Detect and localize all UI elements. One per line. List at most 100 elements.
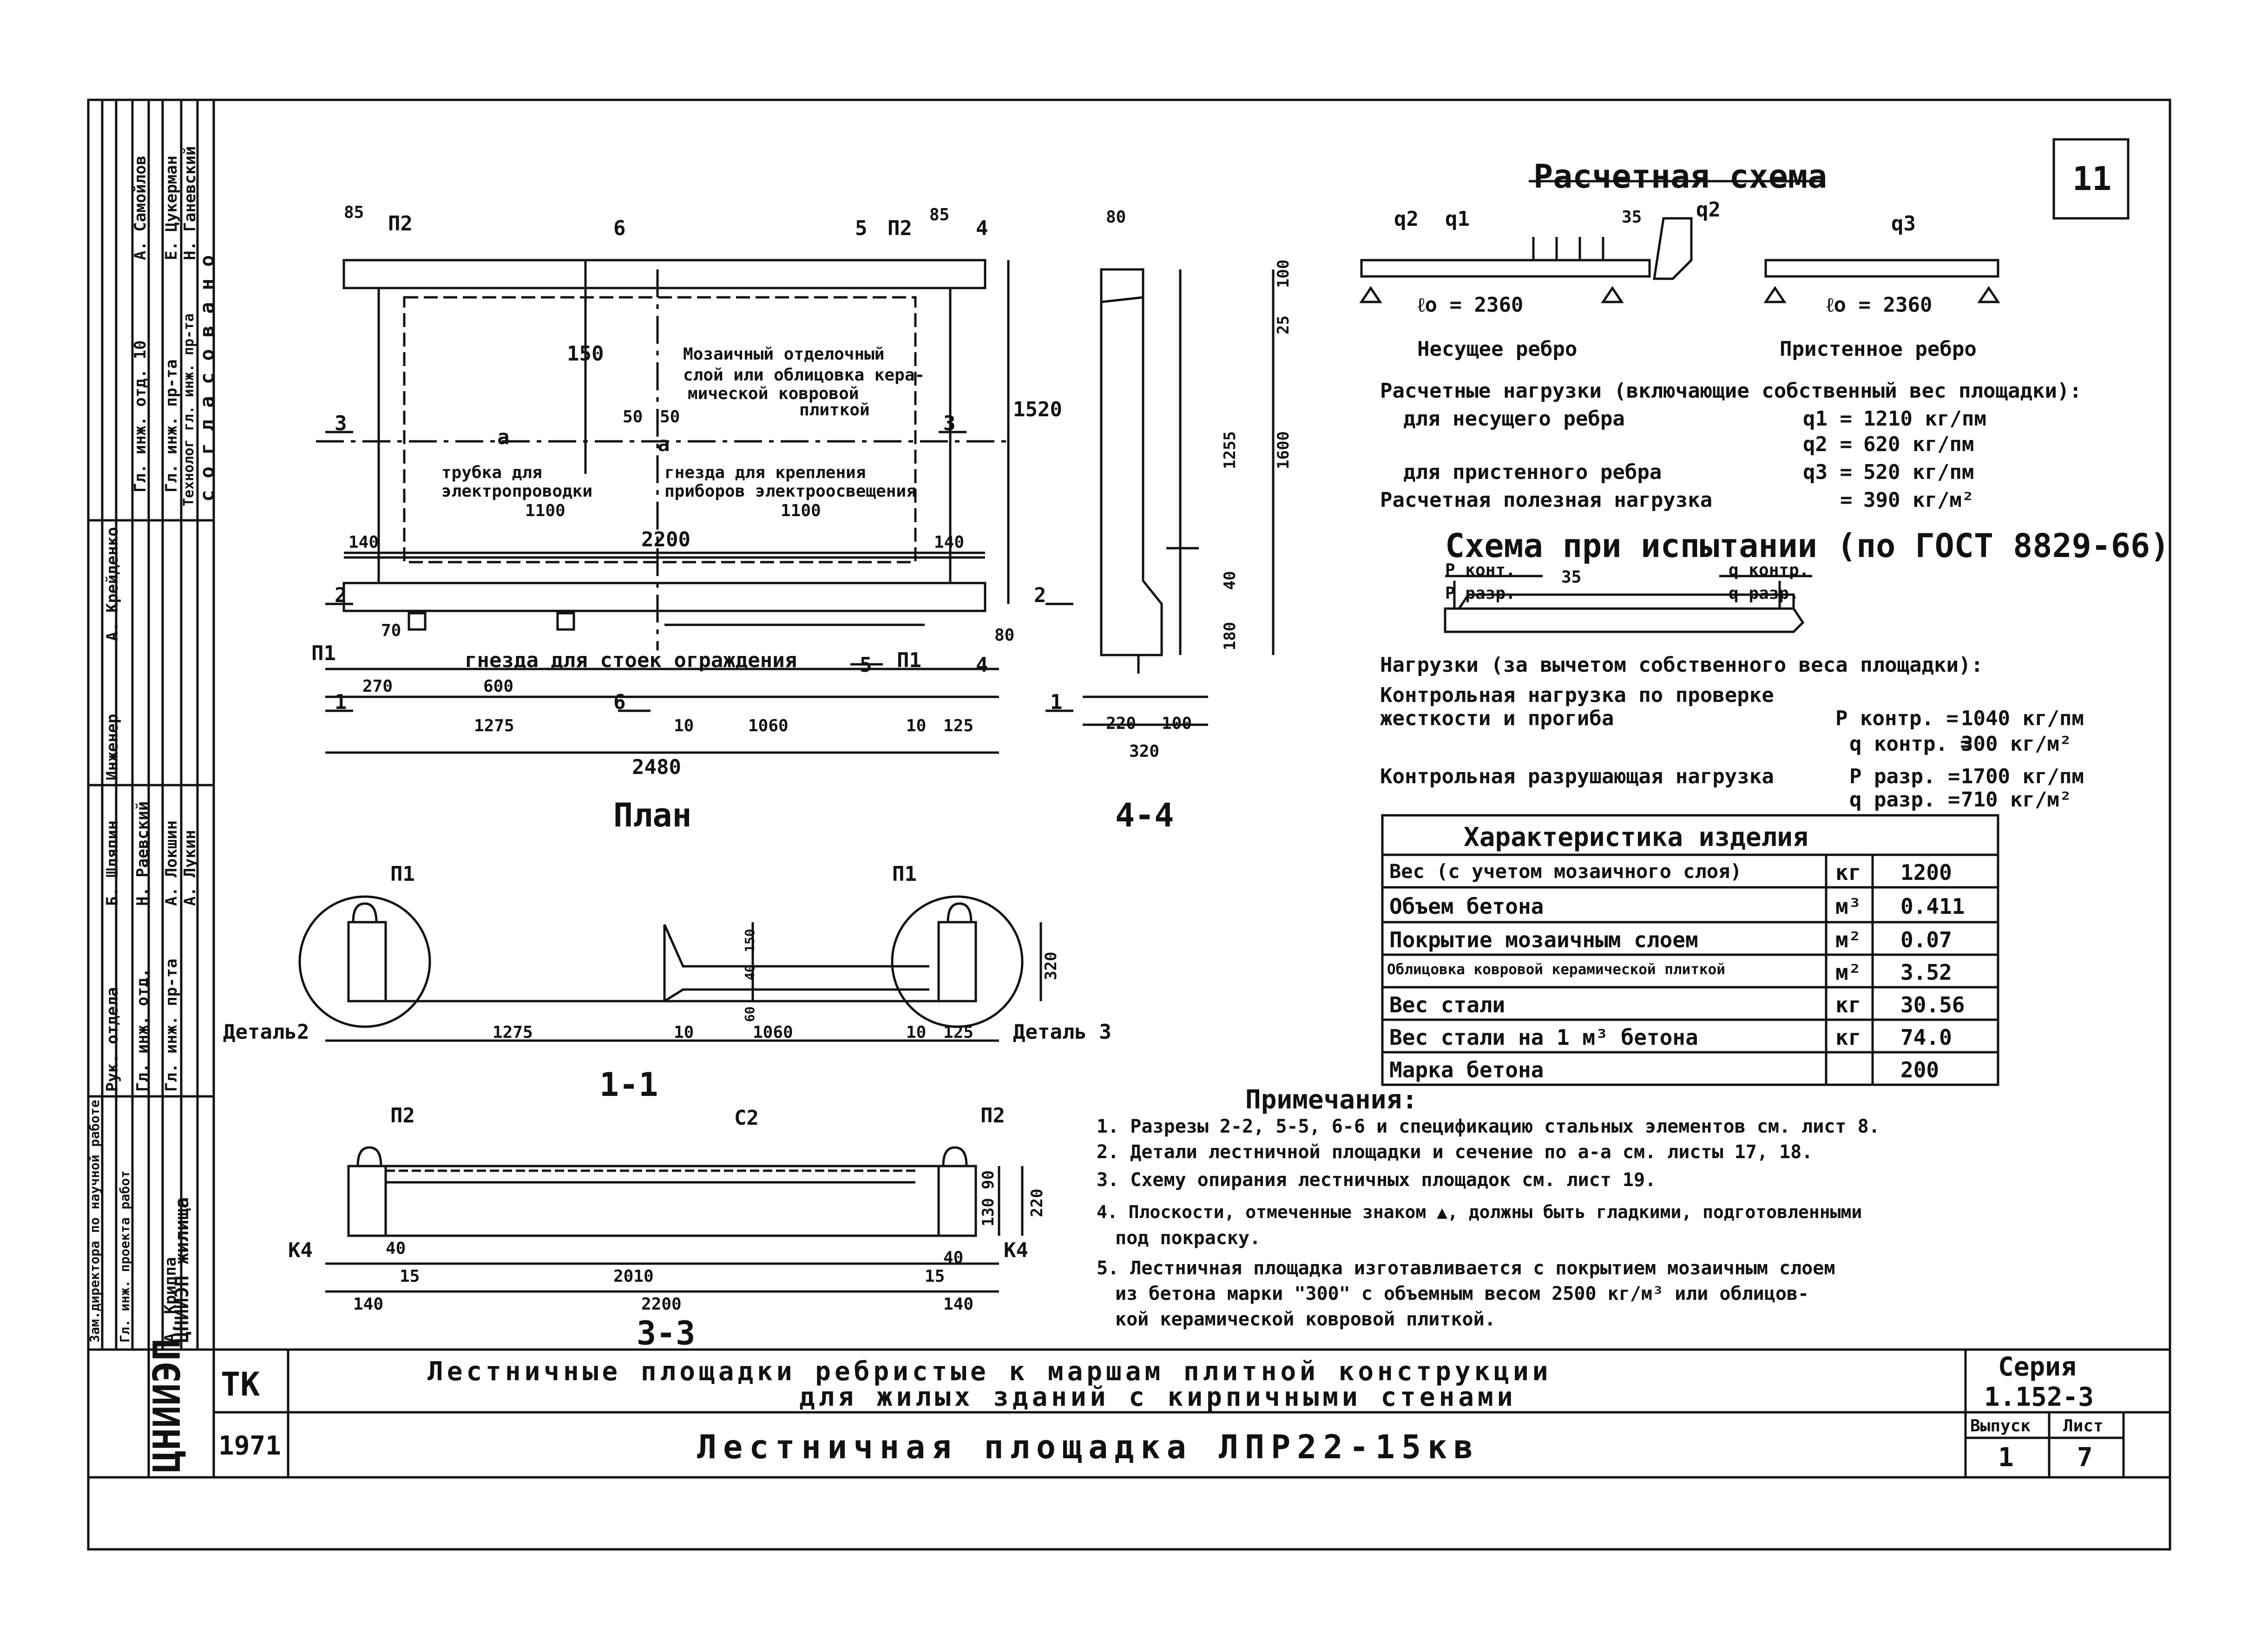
plan-dim-50-a: 50 xyxy=(623,407,643,426)
s11-dim-10b: 10 xyxy=(906,1023,927,1042)
sheet-number-box xyxy=(2052,138,2130,220)
plan-section-2-right: 2 xyxy=(1034,583,1046,607)
calc-q2-right: q2 xyxy=(1696,198,1721,222)
plan-socket-note-1: гнезда для крепления xyxy=(664,463,866,482)
s44-dim-100b: 100 xyxy=(1162,714,1192,733)
s33-title: 3-3 xyxy=(637,1314,696,1352)
title-block-main-1: Лестничные площадки ребристые к маршам п… xyxy=(427,1357,1552,1387)
plan-dim-140-right: 140 xyxy=(934,533,965,552)
plan-dim-1100-b: 1100 xyxy=(781,501,821,520)
stamp-name-4: А. Локшин xyxy=(162,820,181,906)
stamp-org-logo: ЦНИИЭП xyxy=(145,1338,189,1473)
plan-dim-270: 270 xyxy=(362,677,393,696)
s44-dim-25: 25 xyxy=(1274,315,1293,334)
calc-load-value-1: 1210 кг/пм xyxy=(1863,407,1986,431)
plan-drawing xyxy=(316,259,1073,754)
note-4-cont: под покраску. xyxy=(1115,1227,1261,1249)
plan-title: План xyxy=(613,796,692,834)
note-5-cont-2: кой керамической ковровой плиткой. xyxy=(1115,1309,1496,1330)
test-p-razr: P разр. xyxy=(1445,584,1516,603)
stamp-role-2: Рук. отдела xyxy=(103,987,122,1092)
s33-dim-140b: 140 xyxy=(943,1295,974,1314)
title-block-series: 1.152-3 xyxy=(1984,1382,2094,1412)
title-block-issue: 1 xyxy=(1998,1442,2014,1473)
calc-scheme-title: Расчетная схема xyxy=(1533,157,1828,196)
plan-tube-note-1: трубка для xyxy=(441,463,542,482)
calc-l0-a: ℓo = 2360 xyxy=(1417,293,1524,317)
spec-row-4-unit: м² xyxy=(1835,960,1861,985)
calc-load-label-1: для несущего ребра xyxy=(1403,407,1625,431)
calc-load-symbol-1: q1 = xyxy=(1803,407,1852,431)
section-3-3-drawing xyxy=(325,1146,1024,1293)
plan-section-3-left: 3 xyxy=(335,412,347,435)
s44-dim-80: 80 xyxy=(1106,208,1126,227)
plan-dim-1520: 1520 xyxy=(1013,398,1062,421)
s44-dim-1255: 1255 xyxy=(1221,431,1239,469)
plan-section-5-bottom: 5 xyxy=(860,653,872,677)
title-block-series-label: Серия xyxy=(1998,1352,2077,1382)
calc-load-label-4: Расчетная полезная нагрузка xyxy=(1380,488,1713,512)
s11-dim-1060: 1060 xyxy=(753,1023,793,1042)
s33-dim-40b: 40 xyxy=(943,1248,964,1267)
note-4: 4. Плоскости, отмеченные знаком ▲, должн… xyxy=(1097,1202,1862,1222)
s33-p2-right: П2 xyxy=(980,1104,1005,1128)
plan-dim-2200: 2200 xyxy=(641,528,690,551)
note-1: 1. Разрезы 2-2, 5-5, 6-6 и спецификацию … xyxy=(1097,1116,1880,1137)
spec-row-4-value: 3.52 xyxy=(1900,960,1952,985)
plan-dim-125: 125 xyxy=(943,716,974,735)
note-2: 2. Детали лестничной площадки и сечение … xyxy=(1097,1141,1813,1163)
plan-section-3-right: 3 xyxy=(943,412,956,435)
plan-dim-1100-a: 1100 xyxy=(525,501,565,520)
test-break-value-2: 710 кг/м² xyxy=(1961,788,2072,812)
plan-section-5-top: 5 xyxy=(855,216,868,240)
s33-dim-15b: 15 xyxy=(925,1267,945,1286)
spec-row-2-name: Объем бетона xyxy=(1389,894,1544,919)
spec-row-3-name: Покрытие мозаичным слоем xyxy=(1389,927,1698,952)
note-3: 3. Схему опирания лестничных площадок см… xyxy=(1097,1169,1657,1191)
plan-p1-left: П1 xyxy=(311,642,336,665)
spec-row-1-name: Вес (с учетом мозаичного слоя) xyxy=(1389,860,1742,883)
stamp-agreed-position-3: Технолог гл. инж. пр-та xyxy=(181,313,197,506)
spec-row-1-unit: кг xyxy=(1835,860,1861,885)
section-4-4-drawing xyxy=(1083,268,1275,726)
plan-dim-600: 600 xyxy=(483,677,514,696)
test-loads-title: Нагрузки (за вычетом собственного веса п… xyxy=(1380,653,1984,677)
spec-row-2-unit: м³ xyxy=(1835,894,1861,919)
stamp-name-3: Н. Раевский xyxy=(133,801,152,906)
s33-dim-2200: 2200 xyxy=(641,1295,682,1314)
test-control-symbol-2: q контр. = xyxy=(1849,732,1972,756)
s11-dim-10a: 10 xyxy=(674,1023,694,1042)
spec-table-title: Характеристика изделия xyxy=(1464,822,1808,852)
plan-section-6-bottom: 6 xyxy=(613,690,626,714)
plan-p2-left: П2 xyxy=(388,212,413,236)
stamp-position-2: Гл. инж. отд. xyxy=(133,968,152,1092)
plan-dim-2480: 2480 xyxy=(632,755,681,779)
calc-rib-side: Пристенное ребро xyxy=(1780,337,1977,361)
plan-mosaic-note-4: плиткой xyxy=(799,400,870,420)
plan-dim-10-a: 10 xyxy=(674,716,694,735)
s44-dim-1600: 1600 xyxy=(1274,431,1293,469)
s11-p1-left: П1 xyxy=(390,862,415,886)
plan-dim-1275: 1275 xyxy=(474,716,514,735)
plan-mosaic-note-3: мической ковровой xyxy=(688,384,859,403)
s33-p2-left: П2 xyxy=(390,1104,415,1128)
plan-section-4-top: 4 xyxy=(976,216,988,240)
test-break-value-1: 1700 кг/пм xyxy=(1961,765,2084,788)
spec-row-3-value: 0.07 xyxy=(1900,927,1952,952)
plan-section-1-right: 1 xyxy=(1050,690,1063,714)
spec-row-1-value: 1200 xyxy=(1900,860,1952,885)
s33-dim-15a: 15 xyxy=(400,1267,420,1286)
plan-dim-1060: 1060 xyxy=(748,716,789,735)
stamp-agreed-name-1: А. Самойлов xyxy=(131,155,150,260)
s11-dim-40: 40 xyxy=(742,964,757,980)
stamp-position-3: Гл. инж. пр-та xyxy=(162,958,181,1092)
note-5: 5. Лестничная площадка изготавливается с… xyxy=(1097,1258,1835,1279)
plan-dim-140-left: 140 xyxy=(348,533,379,552)
s33-dim-2010: 2010 xyxy=(613,1267,654,1286)
s33-k4-left: К4 xyxy=(288,1239,313,1262)
spec-row-2-value: 0.411 xyxy=(1900,894,1965,919)
stamp-role-1: Зам.директора по научной работе xyxy=(87,1100,102,1343)
test-control-value-1: 1040 кг/пм xyxy=(1961,707,2084,730)
test-control-value-2: 300 кг/м² xyxy=(1961,732,2072,756)
